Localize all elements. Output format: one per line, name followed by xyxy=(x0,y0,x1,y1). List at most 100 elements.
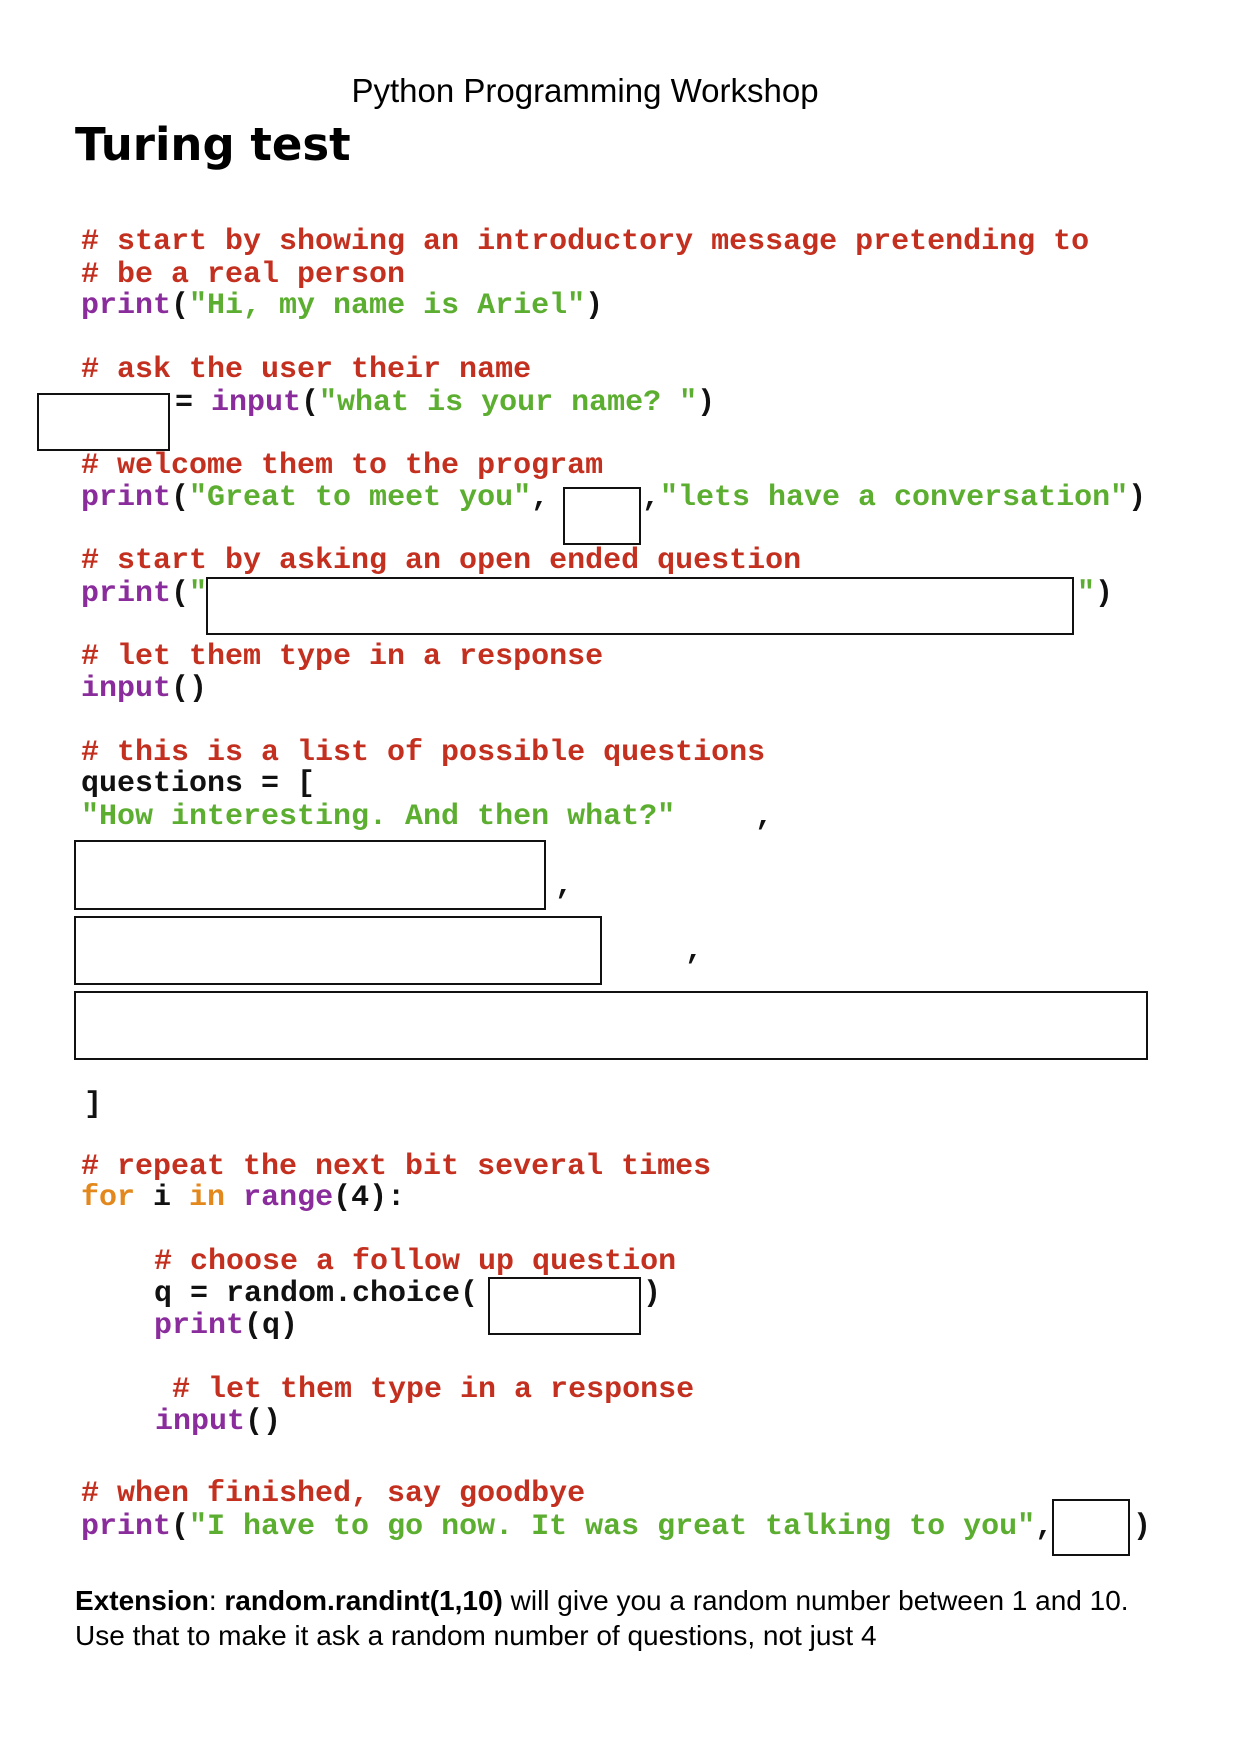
code-line: questions = [ xyxy=(81,768,315,800)
comment: # let them type in a response xyxy=(172,1373,695,1407)
code-token: , xyxy=(1035,1510,1054,1544)
code-line: "How interesting. And then what?" xyxy=(81,801,675,833)
string-token: "what is your name? " xyxy=(319,386,698,420)
blank-question-3[interactable] xyxy=(74,991,1148,1060)
string-token: " xyxy=(1077,577,1096,611)
blank-choice-argument[interactable] xyxy=(488,1277,641,1335)
function-token: input xyxy=(81,672,172,706)
code-token: , xyxy=(555,869,574,903)
code-token: ( xyxy=(301,386,320,420)
code-token: ) xyxy=(1095,577,1114,611)
workshop-header: Python Programming Workshop xyxy=(351,72,819,109)
code-token: () xyxy=(245,1405,282,1439)
string-token: "Hi, my name is Ariel" xyxy=(189,289,586,323)
code-line: ,"lets have a conversation") xyxy=(642,482,1146,514)
string-token: "Great to meet you" xyxy=(189,481,532,515)
code-line: # this is a list of possible questions xyxy=(81,737,765,769)
comment: # choose a follow up question xyxy=(154,1245,677,1279)
code-line: input() xyxy=(81,673,207,705)
comment: # let them type in a response xyxy=(81,640,604,674)
code-line: , xyxy=(685,935,703,967)
function-token: input xyxy=(155,1405,246,1439)
string-token: " xyxy=(189,577,208,611)
comment: # when finished, say goodbye xyxy=(81,1477,586,1511)
function-token: print xyxy=(81,481,172,515)
blank-question-1[interactable] xyxy=(74,840,546,910)
code-line: ] xyxy=(84,1089,102,1121)
code-token: ) xyxy=(1133,1510,1152,1544)
code-line: ) xyxy=(643,1278,661,1310)
comment: # ask the user their name xyxy=(81,353,532,387)
code-line: # be a real person xyxy=(81,259,405,291)
code-line: , xyxy=(555,870,573,902)
blank-goodbye-name[interactable] xyxy=(1052,1499,1130,1556)
keyword-token: for xyxy=(81,1181,136,1215)
code-line: print(q) xyxy=(154,1310,298,1342)
extension-note: Extension: random.randint(1,10) will giv… xyxy=(75,1583,1185,1653)
code-token: (4): xyxy=(333,1181,406,1215)
code-line: print(" xyxy=(81,578,207,610)
string-token: "How interesting. And then what?" xyxy=(81,800,676,834)
code-line: # choose a follow up question xyxy=(154,1246,676,1278)
code-line: q = random.choice( xyxy=(154,1278,478,1310)
extension-label: Extension xyxy=(75,1585,209,1616)
code-line: # ask the user their name xyxy=(81,354,531,386)
code-line: # let them type in a response xyxy=(172,1374,694,1406)
extension-text: will give you a random number between 1 … xyxy=(75,1585,1129,1651)
keyword-token: in xyxy=(189,1181,226,1215)
code-token: , xyxy=(755,800,774,834)
code-token: ) xyxy=(585,289,604,323)
comment: # start by showing an introductory messa… xyxy=(81,225,1090,259)
code-token: ) xyxy=(643,1277,662,1311)
comment: # this is a list of possible questions xyxy=(81,736,766,770)
code-token: i xyxy=(135,1181,190,1215)
code-token: () xyxy=(171,672,208,706)
function-token: print xyxy=(81,289,172,323)
code-token: ) xyxy=(697,386,716,420)
comment: # welcome them to the program xyxy=(81,449,604,483)
string-token: "I have to go now. It was great talking … xyxy=(189,1510,1036,1544)
code-line: # repeat the next bit several times xyxy=(81,1151,711,1183)
code-token: q = random.choice( xyxy=(154,1277,479,1311)
code-token: , xyxy=(685,934,704,968)
code-line: # start by asking an open ended question xyxy=(81,545,801,577)
blank-question-2[interactable] xyxy=(74,916,602,985)
code-line: # let them type in a response xyxy=(81,641,603,673)
blank-greeting-name[interactable] xyxy=(563,487,641,545)
comment: # repeat the next bit several times xyxy=(81,1150,712,1184)
code-token: questions = [ xyxy=(81,767,316,801)
function-token: range xyxy=(243,1181,334,1215)
code-token: ( xyxy=(171,1510,190,1544)
code-line: ") xyxy=(1077,578,1113,610)
extension-sep: : xyxy=(208,1585,225,1616)
code-token: (q) xyxy=(244,1309,299,1343)
code-line: # welcome them to the program xyxy=(81,450,603,482)
code-line: print("Great to meet you", xyxy=(81,482,549,514)
extension-code: random.randint(1,10) xyxy=(224,1585,503,1616)
code-token: ( xyxy=(171,481,190,515)
code-token: ) xyxy=(1128,481,1147,515)
code-line: input() xyxy=(155,1406,281,1438)
comment: # start by asking an open ended question xyxy=(81,544,802,578)
code-token: = xyxy=(175,386,212,420)
page-title: Turing test xyxy=(75,118,351,171)
code-token: ] xyxy=(84,1088,103,1122)
code-line: = input("what is your name? ") xyxy=(175,387,715,419)
blank-open-question[interactable] xyxy=(206,577,1074,635)
blank-name-variable[interactable] xyxy=(37,393,170,451)
function-token: print xyxy=(81,577,172,611)
code-line: print("I have to go now. It was great ta… xyxy=(81,1511,1053,1543)
code-line: for i in range(4): xyxy=(81,1182,405,1214)
code-token xyxy=(225,1181,243,1215)
code-token: ( xyxy=(171,577,190,611)
code-line: ) xyxy=(1133,1511,1151,1543)
code-line: # when finished, say goodbye xyxy=(81,1478,585,1510)
code-token: , xyxy=(531,481,550,515)
code-line: # start by showing an introductory messa… xyxy=(81,226,1089,258)
function-token: print xyxy=(81,1510,172,1544)
comment: # be a real person xyxy=(81,258,406,292)
function-token: input xyxy=(211,386,302,420)
code-token: , xyxy=(642,481,661,515)
string-token: "lets have a conversation" xyxy=(660,481,1129,515)
function-token: print xyxy=(154,1309,245,1343)
